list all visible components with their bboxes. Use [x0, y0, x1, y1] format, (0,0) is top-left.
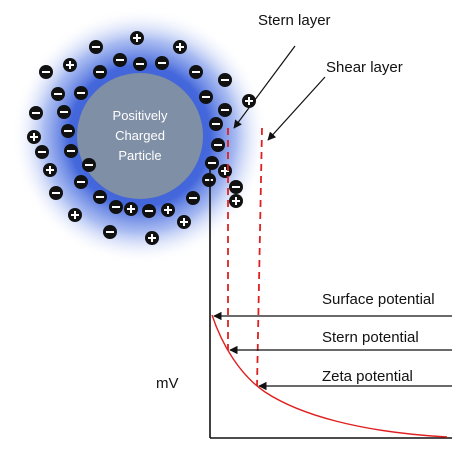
stern-layer-label: Stern layer	[258, 12, 331, 29]
stern-potential-label: Stern potential	[322, 329, 419, 346]
potential-decay-curve	[211, 314, 448, 438]
stern-layer-pointer	[233, 45, 296, 129]
shear-layer-pointer	[267, 76, 326, 141]
surface-potential-label: Surface potential	[322, 291, 435, 308]
charged-particle	[77, 73, 203, 199]
particle-label-line3: Particle	[118, 148, 161, 163]
particle-label-line2: Charged	[115, 128, 165, 143]
ion-layer	[27, 31, 256, 245]
zeta-potential-label: Zeta potential	[322, 368, 413, 385]
particle-label-line1: Positively	[113, 108, 168, 123]
y-axis-label: mV	[156, 375, 179, 392]
shear-layer-label: Shear layer	[326, 59, 403, 76]
